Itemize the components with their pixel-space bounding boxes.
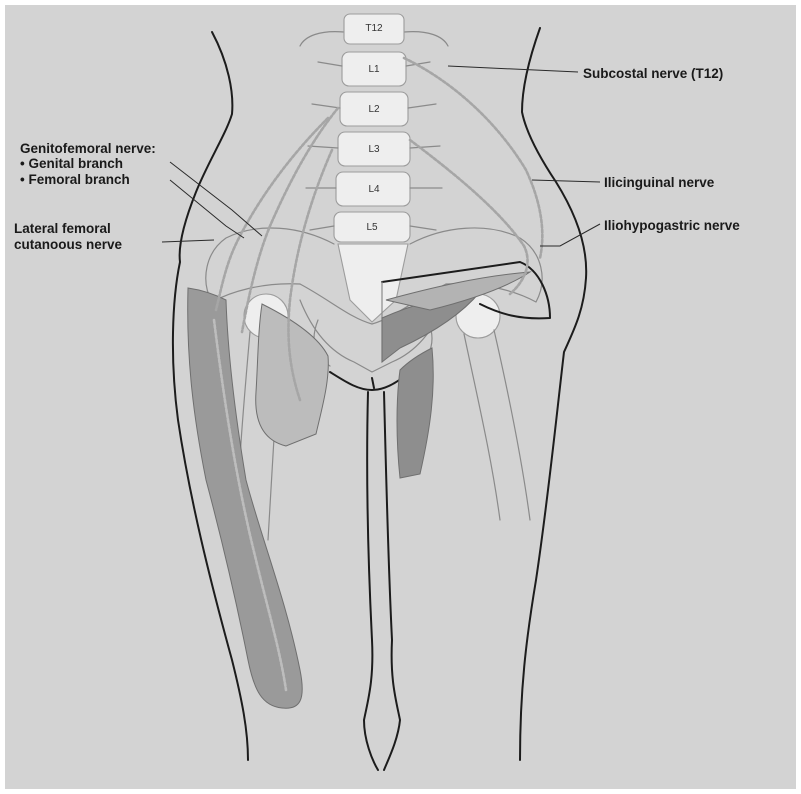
label-genitofemoral-title: Genitofemoral nerve: <box>20 141 156 156</box>
vertebra-label-l4: L4 <box>368 184 380 195</box>
label-iliohypogastric: Iliohypogastric nerve <box>604 218 740 233</box>
label-lateral-femoral-line2: cutanoous nerve <box>14 237 123 252</box>
vertebra-label-t12: T12 <box>365 23 383 34</box>
vertebra-label-l2: L2 <box>368 104 380 115</box>
vertebra-label-l1: L1 <box>368 64 380 75</box>
vertebra-label-l5: L5 <box>366 222 378 233</box>
label-genital-branch: • Genital branch <box>20 156 123 171</box>
label-femoral-branch: • Femoral branch <box>20 172 130 187</box>
vertebra-label-l3: L3 <box>368 144 380 155</box>
label-ilioinguinal: Ilicinguinal nerve <box>604 175 715 190</box>
label-lateral-femoral-line1: Lateral femoral <box>14 221 111 236</box>
label-subcostal: Subcostal nerve (T12) <box>583 66 723 81</box>
